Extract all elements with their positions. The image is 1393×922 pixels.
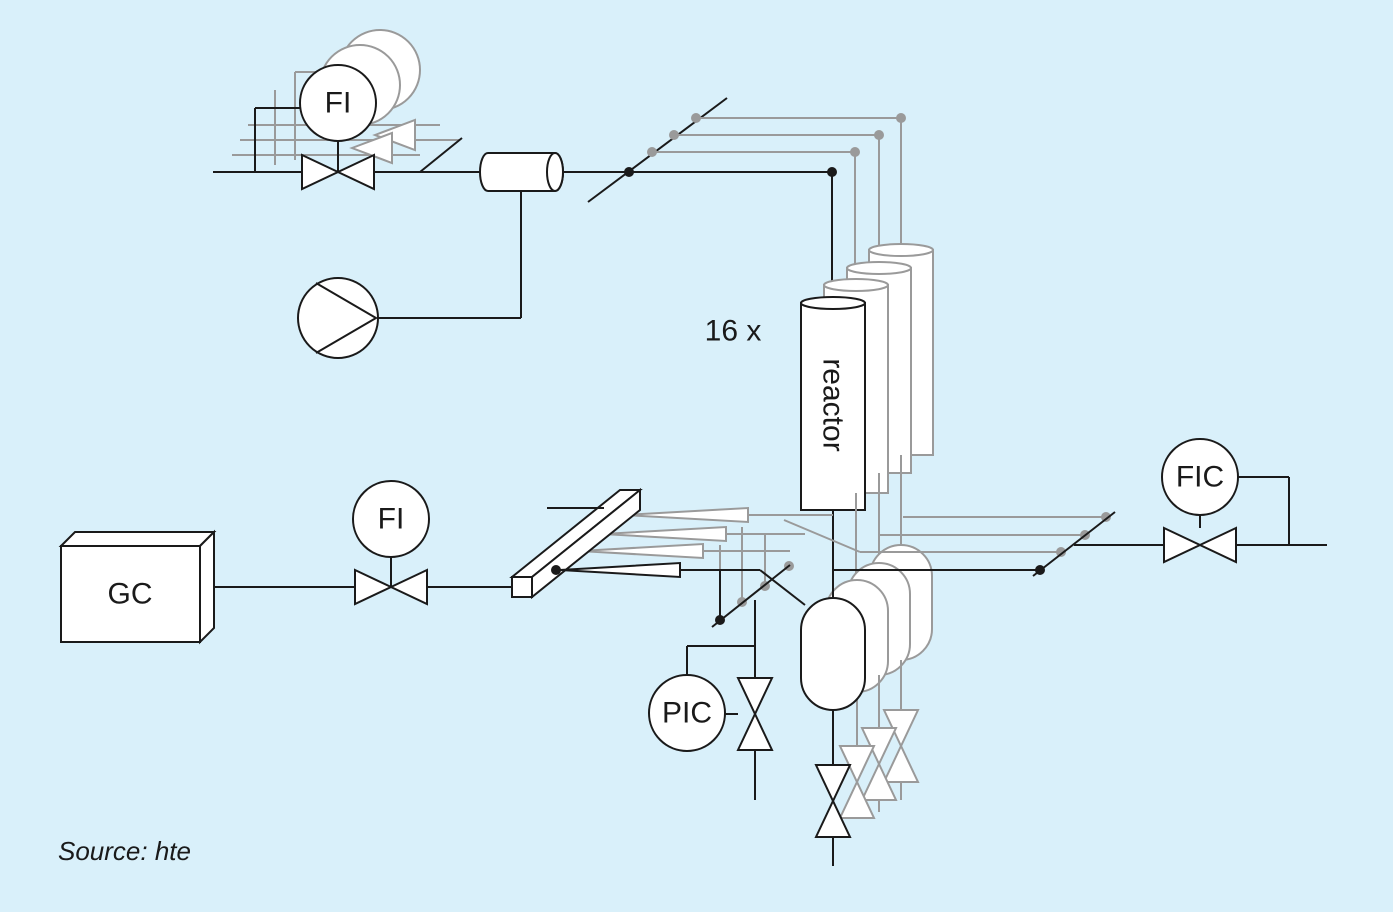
fi-top-instrument: FI (254, 64, 377, 172)
mixer-cylinder (479, 152, 564, 192)
fic-instrument: FIC (1161, 438, 1239, 516)
pic-label: PIC (662, 697, 712, 730)
gc-label: GC (108, 578, 153, 611)
junction-dot (624, 167, 634, 177)
fi-bottom-label: FI (378, 503, 405, 536)
pic-valve-top (736, 677, 774, 717)
junction-dot (1035, 565, 1045, 575)
sampling-ghost-lines (575, 506, 861, 620)
junction-dot (551, 565, 561, 575)
pump-symbol (297, 277, 379, 359)
fi-top-label: FI (325, 87, 352, 120)
separator-vessel (800, 597, 866, 711)
top-distributor-bar (587, 97, 728, 203)
fic-valve-left (1163, 526, 1203, 564)
reactor-label: reactor (817, 358, 850, 451)
source-caption: Source: hte (58, 836, 191, 866)
pic-distributor-bar (711, 564, 791, 628)
fi-bottom-instrument: FI (352, 480, 430, 558)
reactor-multiplier-label: 16 x (705, 315, 762, 348)
reactor: reactor (800, 296, 866, 511)
sample-to-separator-line (759, 569, 806, 606)
gc-box: GC (58, 529, 217, 645)
top-ghost-lines (647, 113, 906, 285)
feed-valve-left (301, 153, 341, 191)
pic-instrument: PIC (648, 674, 726, 752)
sample-capillary (559, 561, 681, 579)
fic-label: FIC (1176, 461, 1224, 494)
junction-dot (715, 615, 725, 625)
drain-valve-top (814, 764, 852, 804)
right-ghost-lines (860, 512, 1111, 557)
gc-valve-right (388, 568, 428, 606)
